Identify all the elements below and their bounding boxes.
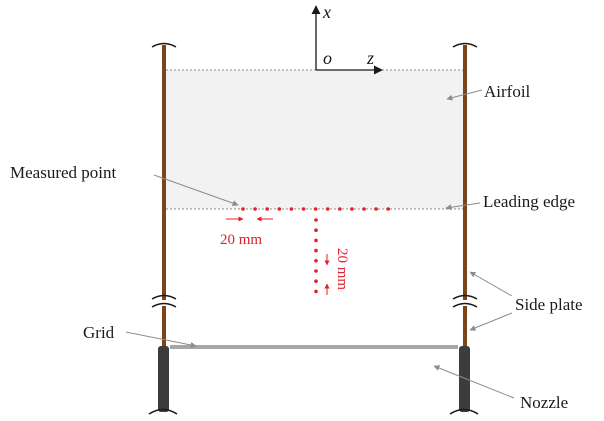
side-plate-leader-lower — [469, 312, 513, 331]
measured-point — [314, 259, 318, 263]
side-plate-leader-upper — [469, 271, 513, 297]
left-side-plate — [151, 42, 177, 346]
right-nozzle — [449, 346, 479, 415]
measured-point — [313, 207, 318, 211]
nozzle-leader — [433, 365, 515, 399]
measured-point — [289, 207, 294, 211]
vertical-measured-points — [314, 218, 318, 294]
vertical-spacing-indicator: 20 mm — [324, 248, 350, 295]
measured-point — [374, 207, 378, 211]
grid-leader — [125, 331, 197, 348]
measured-point — [314, 228, 318, 232]
measured-point — [241, 207, 245, 211]
measured-point — [314, 269, 318, 273]
measured-point — [301, 207, 306, 211]
measured-point — [325, 207, 330, 211]
measured-point — [314, 279, 318, 284]
measured-point — [314, 289, 318, 294]
x-axis-label: x — [322, 2, 331, 22]
vertical-spacing-label: 20 mm — [334, 248, 350, 290]
measured-point — [314, 238, 318, 243]
right-side-plate — [452, 42, 478, 346]
measured-point — [362, 207, 366, 211]
measured-point — [314, 218, 318, 222]
measured-point-label: Measured point — [10, 163, 117, 182]
airfoil-leader — [446, 89, 483, 101]
z-axis-label: z — [366, 48, 374, 68]
horizontal-measured-points — [241, 207, 391, 211]
coordinate-axes: x z o — [311, 2, 383, 75]
measured-point — [265, 207, 270, 211]
grid-label: Grid — [83, 323, 115, 342]
nozzle-label: Nozzle — [520, 393, 568, 412]
airfoil-label: Airfoil — [484, 82, 531, 101]
airfoil-region — [166, 70, 464, 209]
horizontal-spacing-indicator: 20 mm — [220, 216, 273, 248]
horizontal-spacing-label: 20 mm — [220, 232, 262, 248]
side-plate-label: Side plate — [515, 295, 583, 314]
measured-point — [314, 248, 318, 253]
origin-label: o — [323, 48, 332, 68]
grid-bar — [170, 345, 458, 349]
measured-point — [253, 207, 257, 211]
left-nozzle — [148, 346, 178, 415]
measured-point — [277, 207, 282, 211]
leading-edge-leader — [445, 202, 481, 211]
measured-point-leader — [153, 174, 239, 207]
measured-point — [386, 207, 391, 211]
measured-point — [338, 207, 342, 211]
leading-edge-label: Leading edge — [483, 192, 575, 211]
measured-point — [350, 207, 354, 211]
